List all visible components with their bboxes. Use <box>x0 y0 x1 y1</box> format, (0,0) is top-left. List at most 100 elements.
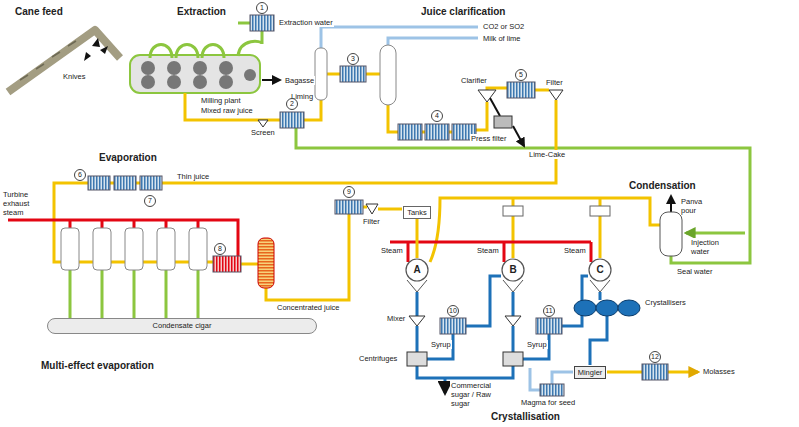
water-pipe <box>238 31 262 56</box>
juice-pipe-connector <box>416 219 419 259</box>
stream-label: Steam <box>563 246 587 255</box>
gas-pipe <box>388 38 478 45</box>
syrup-pipe <box>599 292 602 300</box>
juice-pipe <box>607 371 642 374</box>
stream-label: Filter <box>362 217 381 226</box>
gas-pipe <box>321 27 573 390</box>
stream-label: Press filter <box>470 134 507 143</box>
vessel <box>380 45 396 105</box>
mingler-box: Mingler <box>574 366 607 379</box>
water-pipe <box>176 45 198 59</box>
vacuum-pan: C <box>588 258 612 282</box>
stream-label: Steam <box>476 246 500 255</box>
vessel <box>590 206 610 216</box>
vessel <box>503 206 523 216</box>
juice-pipe <box>304 100 321 120</box>
section-heading: Condensation <box>628 180 697 192</box>
syrup-pipe <box>590 316 607 365</box>
node-text: Tanks <box>407 208 427 217</box>
vessel <box>157 228 175 270</box>
callout-number: 2 <box>286 98 298 110</box>
vessel <box>618 300 640 316</box>
gas-pipe <box>321 27 478 48</box>
callout-number: 6 <box>74 169 86 181</box>
juice-pipe <box>366 73 380 76</box>
gas-pipe <box>552 372 573 384</box>
heat-exchanger <box>250 15 274 31</box>
vessel <box>660 212 682 256</box>
heat-exchanger <box>507 82 535 98</box>
water-pipe <box>238 22 250 25</box>
vacuum-pan: B <box>501 258 525 282</box>
heat-exchanger <box>114 176 136 190</box>
stream-label: Molasses <box>702 367 736 376</box>
pan-outline <box>502 259 524 281</box>
stream-label: Turbine exhaust steam <box>2 190 52 217</box>
milling-plant <box>219 75 233 89</box>
stream-label: Steam <box>380 246 404 255</box>
stream-label: Mixer <box>386 314 406 323</box>
vessel <box>503 352 523 366</box>
stream-label: Concentrated juice <box>276 303 341 312</box>
callout-number: 5 <box>515 69 527 81</box>
stream-label: Milling plant <box>200 96 242 105</box>
steam-pipe <box>70 220 198 228</box>
node-text: B <box>501 258 525 282</box>
stream-label: Bagasse <box>284 76 315 85</box>
node-text: Condensate cigar <box>48 319 316 333</box>
vessel <box>407 280 610 292</box>
syrup-pipe <box>417 276 607 393</box>
vessel <box>407 352 427 366</box>
water-pipe <box>202 45 224 59</box>
node-text: Mingler <box>578 368 603 377</box>
section-heading: Extraction <box>176 6 227 18</box>
callout-number: 12 <box>649 351 661 363</box>
water-pipe <box>686 232 745 235</box>
stream-label: Commercial sugar / Raw sugar <box>450 381 506 408</box>
section-heading: Crystallisation <box>490 411 561 423</box>
stream-label: Lime-Cake <box>528 150 566 159</box>
heat-exchanger <box>340 66 366 82</box>
juice-pipe <box>363 206 367 209</box>
callout-number: 10 <box>447 305 459 317</box>
stream-label: Milk of lime <box>482 34 522 43</box>
juice-pipe <box>535 89 549 92</box>
pan-outline <box>589 259 611 281</box>
callout-number: 11 <box>543 305 555 317</box>
heat-exchanger <box>440 318 466 334</box>
vessel <box>574 300 596 316</box>
section-heading: Evaporation <box>98 152 158 164</box>
water-pipe <box>296 128 750 263</box>
stream-label: Centrifuges <box>358 354 398 363</box>
heat-exchanger <box>335 200 363 214</box>
condensate-cigar: Condensate cigar <box>47 318 317 334</box>
stream-label: Injection water <box>690 238 734 256</box>
syrup-pipe <box>417 366 513 378</box>
node-text: C <box>588 258 612 282</box>
milling-plant <box>219 61 233 75</box>
section-heading: Multi-effect evaporation <box>40 360 155 372</box>
stream-label: Syrup <box>430 340 452 349</box>
stream-label: Magma for seed <box>520 398 576 407</box>
heat-exchanger <box>140 176 162 190</box>
juice-pipe <box>476 102 487 130</box>
heat-exchanger <box>280 112 304 128</box>
vessel <box>258 238 274 288</box>
gas-pipe <box>530 368 540 390</box>
water-pipe <box>70 23 750 318</box>
stream-label: Filter <box>545 78 564 87</box>
heat-exchanger <box>540 384 564 396</box>
vessel <box>93 228 111 270</box>
juice-pipe <box>241 263 258 266</box>
flow-arrow <box>513 126 524 146</box>
juice-pipe <box>327 73 340 76</box>
heat-exchanger <box>88 15 668 396</box>
juice-pipe <box>513 198 600 258</box>
callout-number: 1 <box>256 2 268 14</box>
stream-label: CO2 or SO2 <box>482 22 525 31</box>
stream-label: Panva pour <box>680 197 710 215</box>
flow-arrow <box>670 196 672 212</box>
stream-label: Crystallisers <box>644 298 687 307</box>
syrup-pipe <box>427 334 453 359</box>
stream-label: Screen <box>250 128 276 137</box>
